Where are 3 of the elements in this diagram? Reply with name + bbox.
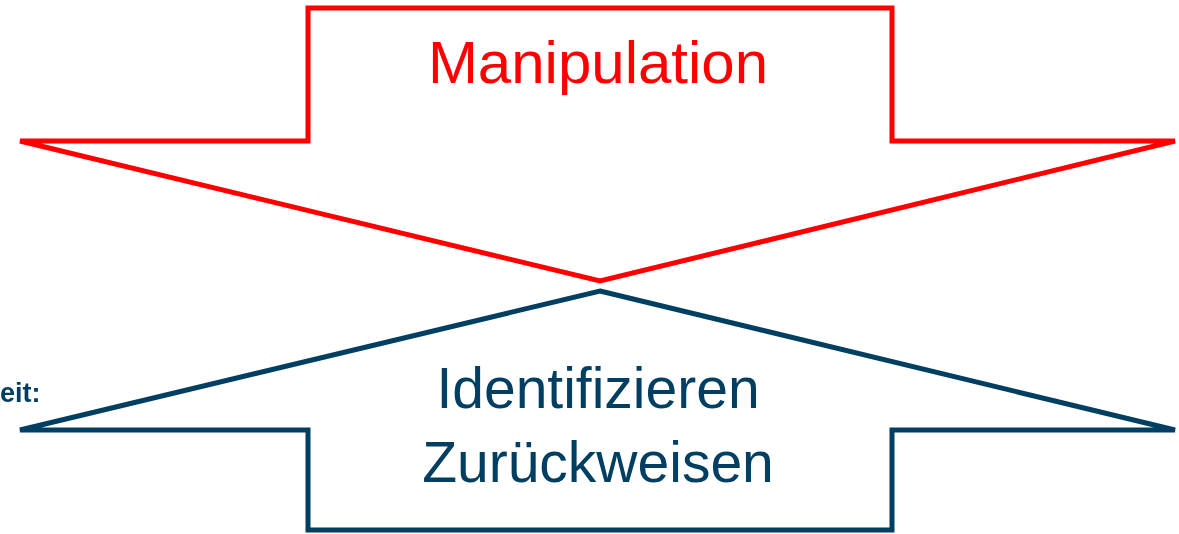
shape-label: Identifizieren Zurückweisen [421,355,775,496]
shape-label: Manipulation [426,28,770,98]
note-text: eit: [0,378,41,409]
